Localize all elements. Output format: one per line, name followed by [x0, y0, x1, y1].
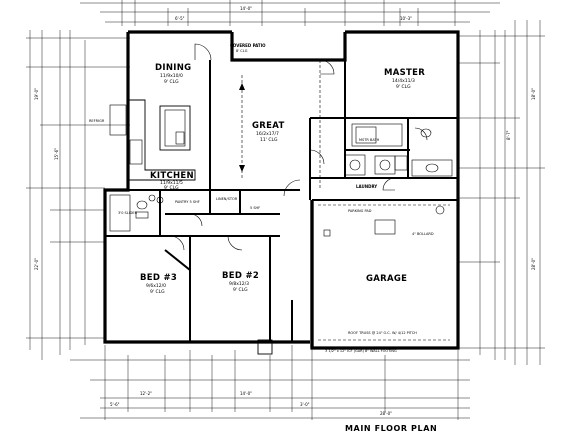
- svg-text:6'-5": 6'-5": [175, 16, 185, 21]
- room-master-name: MASTER: [384, 68, 425, 78]
- pantry-label: PANTRY 5 SHF: [175, 200, 200, 204]
- patio-ceiling-label: 8' CLG: [236, 49, 248, 53]
- garage-footing-note: 3 1/2" x 12" ICF (GAR) 8" WALL FOOTING: [325, 349, 397, 353]
- parking-pad-label: PARKING PAD: [348, 209, 372, 213]
- svg-text:22'-0": 22'-0": [34, 258, 39, 270]
- covered-patio-label: COVERED PATIO: [230, 43, 266, 48]
- svg-text:28'-0": 28'-0": [531, 258, 536, 270]
- svg-text:10'-3": 10'-3": [400, 16, 412, 21]
- svg-text:12'-2": 12'-2": [140, 391, 152, 396]
- svg-text:5'-6": 5'-6": [110, 402, 120, 407]
- room-bed2-size: 9/8x12/3: [229, 281, 249, 287]
- svg-text:3'-0": 3'-0": [300, 402, 310, 407]
- bollard-label: 4" BOLLARD: [412, 232, 434, 236]
- room-bed3-name: BED #3: [140, 273, 177, 283]
- refrigerator-label: REFRIGR: [89, 119, 105, 123]
- slider-door-label: 3'0 SLIDER: [118, 211, 138, 215]
- room-bed3-ceiling: 9' CLG: [150, 289, 165, 295]
- interior-walls: [105, 60, 458, 342]
- room-garage-name: GARAGE: [366, 274, 407, 284]
- svg-text:28'-0": 28'-0": [380, 411, 392, 416]
- svg-text:15'-6": 15'-6": [54, 148, 59, 160]
- master-bath-label: MSTR BATH: [359, 138, 380, 142]
- svg-text:19'-0": 19'-0": [34, 88, 39, 100]
- room-master-size: 14/4x11/3: [392, 78, 415, 84]
- fixtures: [109, 60, 453, 355]
- room-great-size: 16/2x17/7: [256, 131, 279, 137]
- room-dining-ceiling: 9' CLG: [164, 79, 179, 85]
- room-dining-size: 11/9x10/0: [160, 73, 183, 79]
- room-labels: DINING 11/9x10/0 9' CLG KITCHEN 11/9x11/…: [140, 63, 425, 295]
- framing-note: ROOF TRUSS @ 24" O.C. W/ 4/12 PITCH: [348, 331, 417, 335]
- room-dining-name: DINING: [155, 63, 191, 73]
- room-bed2-ceiling: 9' CLG: [233, 287, 248, 293]
- room-great-ceiling: 11' CLG: [260, 137, 278, 143]
- dimension-lines: 6'-5" 14'-0" 10'-3" 19'-0" 22'-0" 15'-6"…: [26, 0, 545, 420]
- room-kitchen-name: KITCHEN: [150, 171, 194, 181]
- linen-label: LINEN/STOR: [216, 197, 238, 201]
- svg-text:14'-0": 14'-0": [240, 6, 252, 11]
- room-kitchen-size: 11/9x11/5: [160, 180, 183, 186]
- room-kitchen-ceiling: 9' CLG: [164, 185, 179, 191]
- room-bed3-size: 9/6x12/0: [146, 283, 166, 289]
- room-bed2-name: BED #2: [222, 271, 259, 281]
- svg-text:14'-0": 14'-0": [240, 391, 252, 396]
- room-great-name: GREAT: [252, 121, 285, 131]
- room-master-ceiling: 9' CLG: [396, 84, 411, 90]
- plan-title: MAIN FLOOR PLAN: [345, 424, 437, 432]
- doors: [169, 43, 428, 251]
- svg-text:8'-7": 8'-7": [506, 130, 511, 140]
- svg-text:18'-0": 18'-0": [531, 88, 536, 100]
- shelf-label: 5 SHF: [250, 206, 260, 210]
- annotations: COVERED PATIO 8' CLG LAUNDRY PANTRY 5 SH…: [89, 43, 434, 353]
- laundry-label: LAUNDRY: [356, 184, 377, 189]
